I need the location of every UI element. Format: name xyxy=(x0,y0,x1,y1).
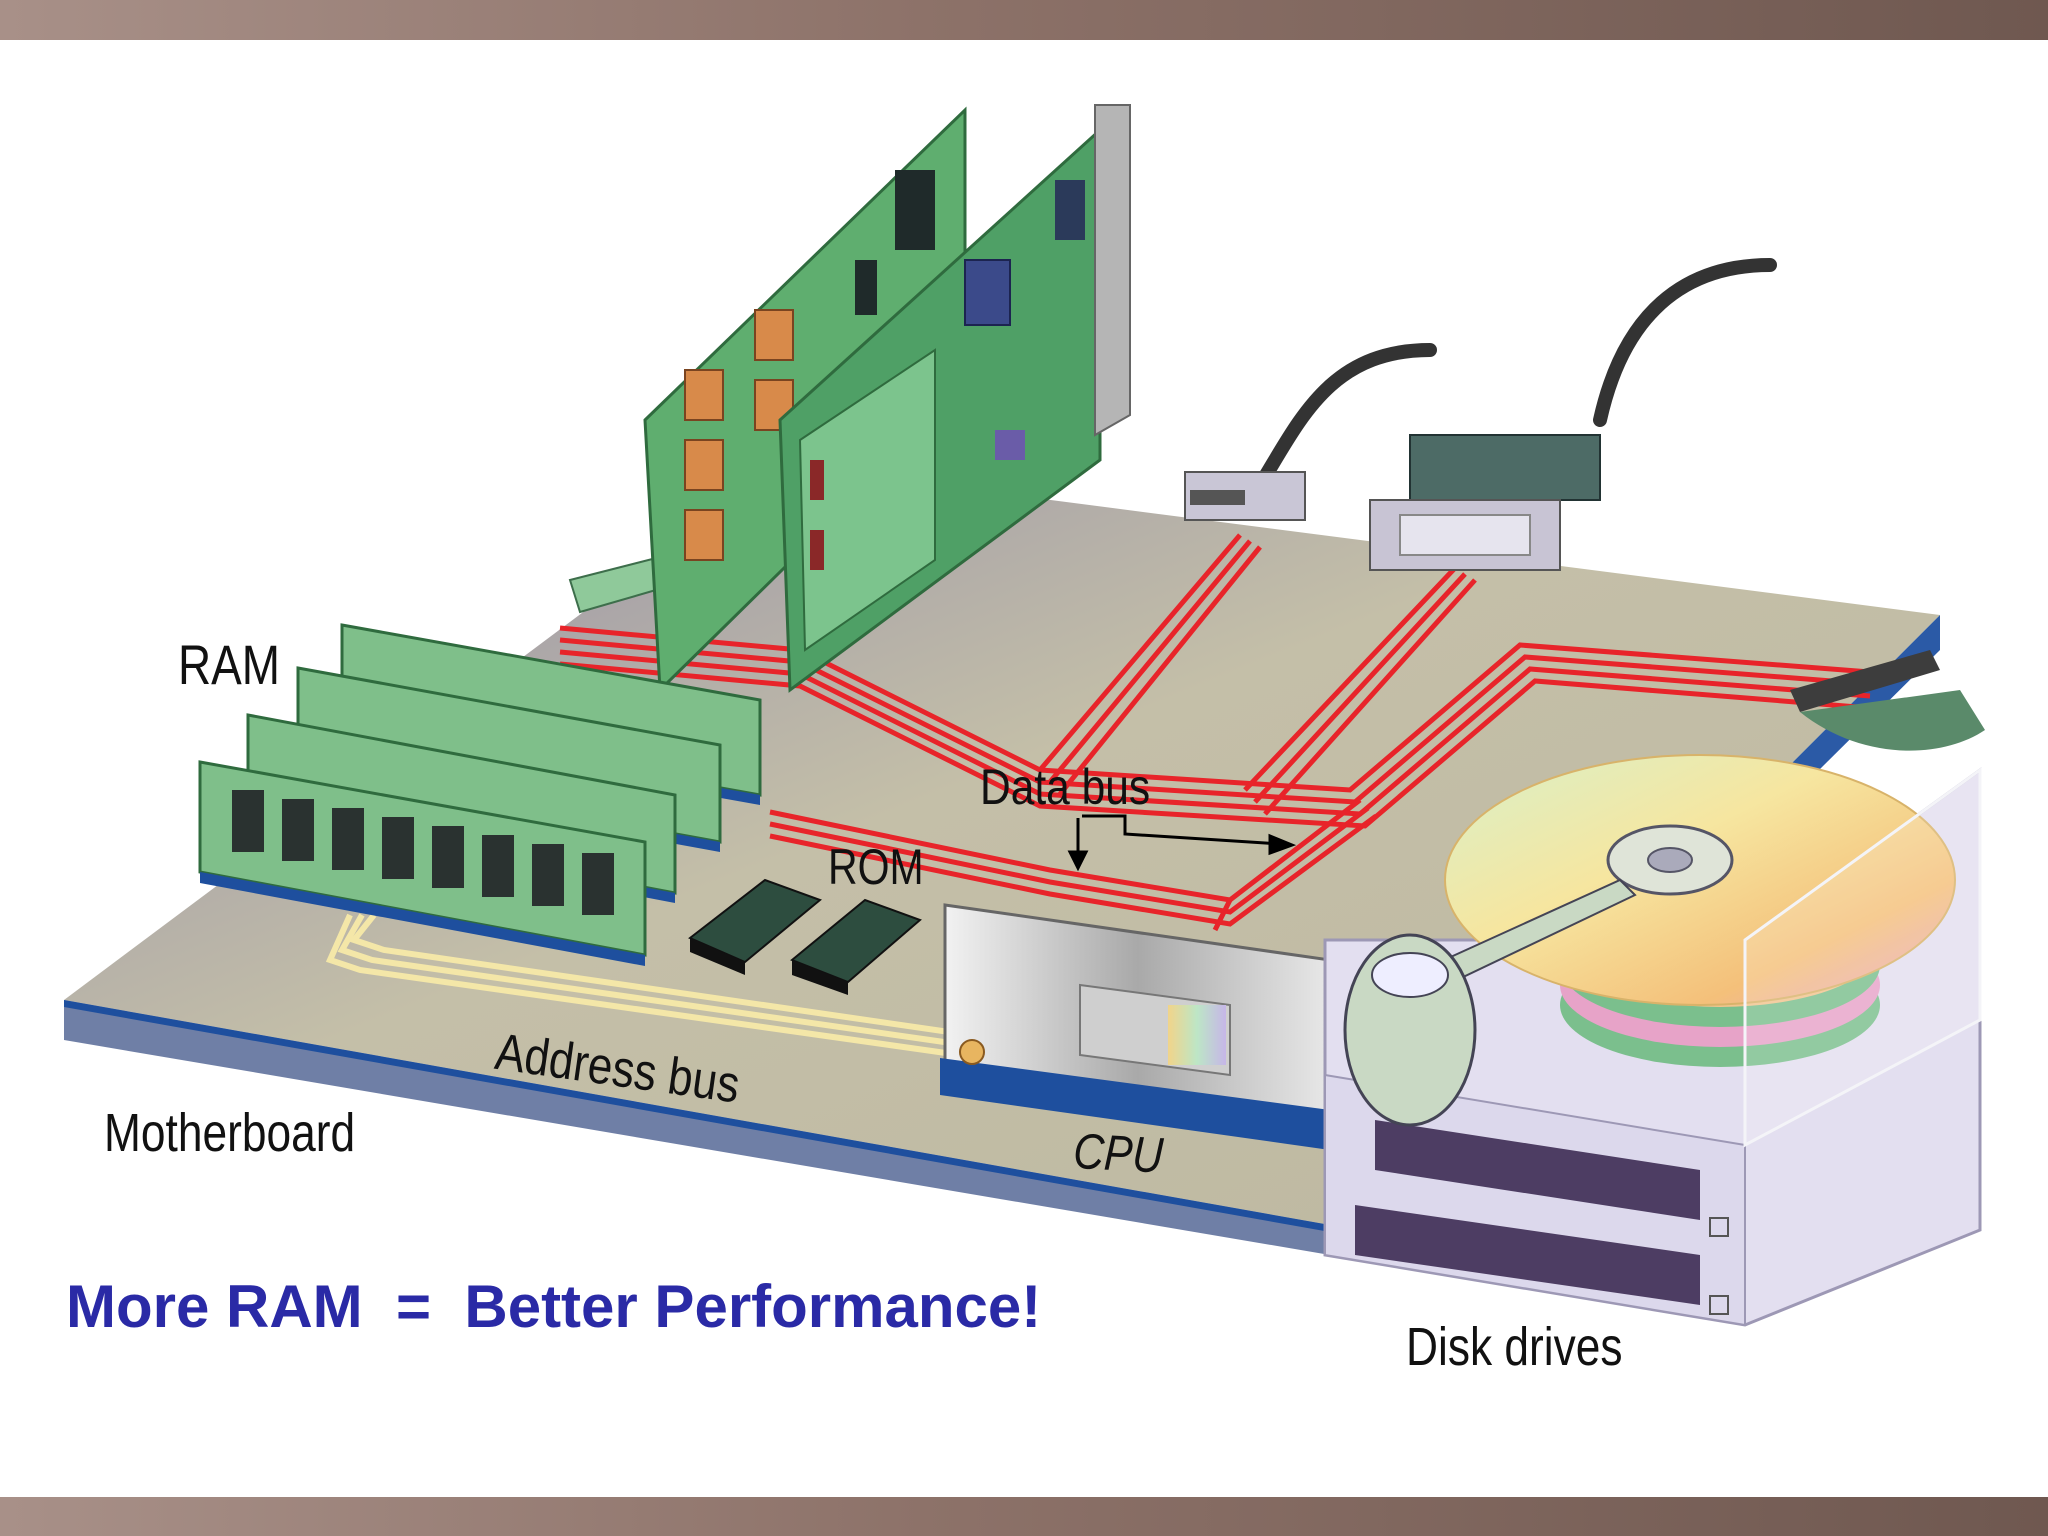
cpu-label: CPU xyxy=(1072,1122,1165,1185)
rom-label: ROM xyxy=(828,838,924,896)
bottom-frame-bar xyxy=(0,1497,2048,1536)
motherboard-label: Motherboard xyxy=(104,1102,355,1164)
disk-drives-label: Disk drives xyxy=(1406,1316,1623,1378)
data-bus-label: Data bus xyxy=(980,758,1150,816)
performance-caption: More RAM = Better Performance! xyxy=(66,1272,1041,1341)
ram-label: RAM xyxy=(178,632,280,697)
